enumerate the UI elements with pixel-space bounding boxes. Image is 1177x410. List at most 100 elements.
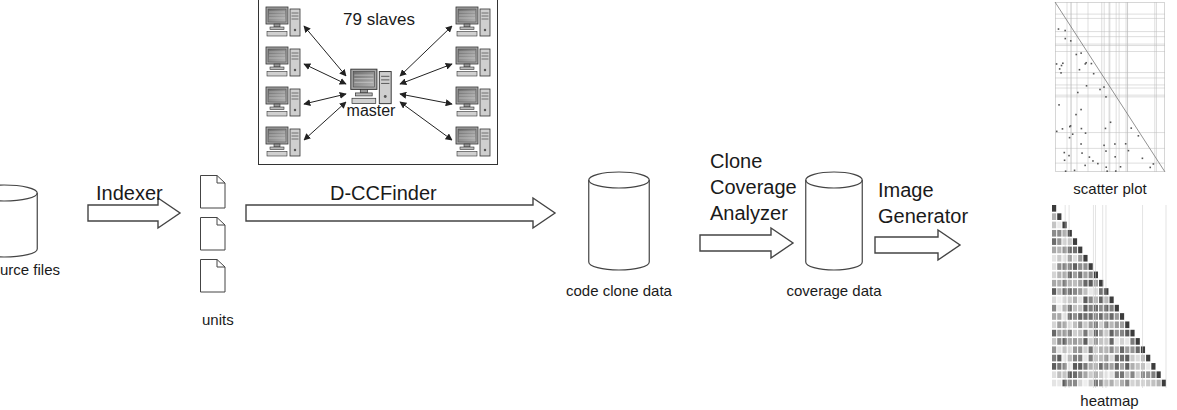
plot-dot [1064,38,1066,40]
heat-cell [1083,380,1087,387]
heat-cell [1115,305,1119,312]
step-label: Clone Coverage Analyzer [710,148,805,226]
heat-cell [1073,263,1077,270]
heat-cell [1057,213,1061,220]
heat-cell [1120,371,1124,378]
plot-dot [1149,167,1151,169]
node-outline [1055,2,1165,172]
heat-cell [1136,355,1140,362]
heat-cell [1062,263,1066,270]
heat-cell [1141,346,1145,353]
grid-line [1154,2,1155,172]
heat-cell [1073,321,1077,328]
heat-cell [1068,280,1072,287]
heat-cell [1094,338,1098,345]
heat-cell [1052,255,1056,262]
node-label: 79 slaves [337,10,421,30]
heat-cell [1083,288,1087,295]
plot-dot [1062,128,1064,130]
document-fold [217,176,225,184]
plot-dot [1080,52,1082,54]
heat-cell [1062,297,1066,304]
heat-cell [1115,321,1119,328]
heat-cell [1125,346,1129,353]
heat-cell [1078,297,1082,304]
heat-cell [1078,346,1082,353]
master-slave-links [304,26,452,140]
node-outline [349,68,393,106]
heat-cell [1052,346,1056,353]
heat-cell [1057,255,1061,262]
heat-cell [1083,346,1087,353]
grid-line [1069,205,1070,388]
heat-cell [1057,321,1061,328]
slave-computer [456,7,490,36]
heat-cell [1120,330,1124,337]
heat-cell [1083,321,1087,328]
heat-cell [1157,371,1161,378]
heat-cell [1094,371,1098,378]
heat-cell [1130,371,1134,378]
cylinder-rim [589,180,650,188]
grid-line [1095,205,1096,388]
heat-cell [1052,205,1056,212]
heat-cell [1110,355,1114,362]
heat-cell [1057,288,1061,295]
plot-dot [1114,156,1116,158]
heat-cell [1104,371,1108,378]
slave-computer [266,127,300,156]
heat-cell [1130,338,1134,345]
plot-dot [1106,170,1108,172]
plot-dot [1059,68,1061,70]
heat-cell [1062,280,1066,287]
plot-dot [1061,65,1063,67]
plot-dot [1105,166,1107,168]
node-label: coverage data [775,282,893,299]
heat-cell [1073,272,1077,279]
heat-cell [1078,263,1082,270]
plot-dot [1064,159,1066,161]
heat-cell [1083,371,1087,378]
heat-cell [1136,371,1140,378]
heat-cell [1094,305,1098,312]
heat-cell [1062,272,1066,279]
heat-cell [1110,321,1114,328]
heat-cell [1073,305,1077,312]
grid-line [1156,2,1157,172]
heat-cell [1057,263,1061,270]
heat-cell [1083,263,1087,270]
link-line [400,94,452,104]
heat-cell [1068,355,1072,362]
heatmap-image: heatmap [1052,205,1167,388]
plot-dot [1064,30,1066,32]
grid-line [1065,205,1066,388]
heat-cell [1104,330,1108,337]
heat-cell [1120,338,1124,345]
heat-cell [1062,338,1066,345]
heat-cell [1052,313,1056,320]
heat-cell [1068,288,1072,295]
heat-cell [1104,288,1108,295]
plot-dot [1075,54,1077,56]
heat-cell [1073,338,1077,345]
heat-cell [1110,297,1114,304]
heat-cell [1115,330,1119,337]
heat-cell [1073,313,1077,320]
master-computer: master [349,68,393,106]
heat-cell [1068,305,1072,312]
step-label: D-CCFinder [330,180,450,206]
heat-cell [1125,330,1129,337]
plot-dot [1105,150,1107,152]
link-line [304,94,346,104]
plot-dot [1092,160,1094,162]
plot-dot [1056,131,1058,133]
diagonal-line [1055,2,1165,172]
heat-cell [1083,355,1087,362]
plot-dot [1085,62,1087,64]
grid-line [1067,2,1068,172]
heat-cell [1057,338,1061,345]
heat-cell [1125,371,1129,378]
heat-cell [1094,346,1098,353]
heat-cell [1089,272,1093,279]
node-label: heatmap [1047,392,1172,409]
